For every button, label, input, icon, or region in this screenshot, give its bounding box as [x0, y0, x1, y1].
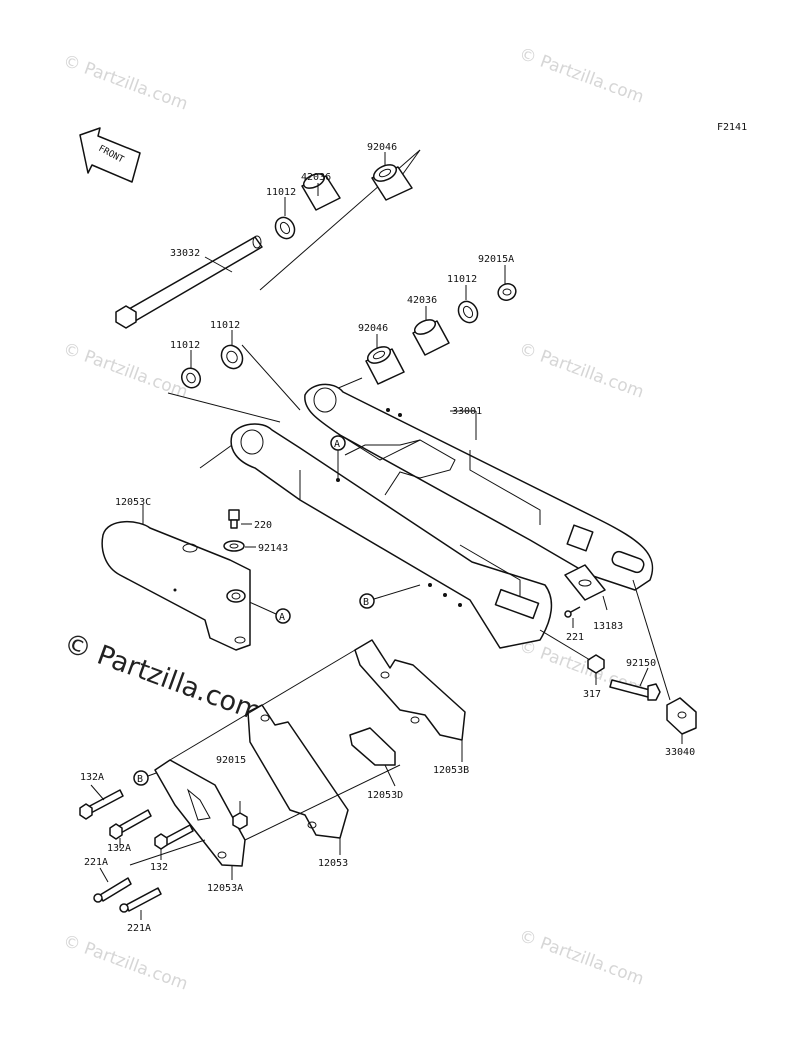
- diagram-code: F2141: [717, 122, 747, 133]
- part-label: 221: [566, 632, 584, 643]
- bolt-132A-1: [79, 789, 124, 820]
- washer-92143: [223, 540, 256, 552]
- leader-line: [129, 839, 206, 866]
- part-label: 92046: [358, 323, 388, 334]
- top-bushings: [259, 149, 421, 291]
- plate-12053A: [154, 759, 246, 880]
- part-label: 12053D: [367, 790, 403, 801]
- part-label: 33032: [170, 248, 200, 259]
- part-label: 12053: [318, 858, 348, 869]
- part-label: 92015A: [478, 254, 514, 265]
- bracket-13183: [564, 564, 608, 611]
- slider-12053D: [349, 727, 396, 787]
- plate-12053: [247, 704, 349, 855]
- bolt-132A-2: [109, 809, 152, 840]
- part-label: 132: [150, 862, 168, 873]
- leader-line: [204, 256, 233, 273]
- svg-text:B: B: [363, 597, 369, 608]
- leader-line: [90, 784, 105, 801]
- part-label: 132A: [80, 772, 104, 783]
- part-label: 33001: [452, 406, 482, 417]
- part-label: 11012: [266, 187, 296, 198]
- part-label: 220: [254, 520, 272, 531]
- part-label: 92150: [626, 658, 656, 669]
- svg-text:A: A: [279, 612, 285, 623]
- part-labels: 92046 42036 11012 33032 92015A 11012 420…: [80, 142, 695, 934]
- svg-text:B: B: [137, 774, 143, 785]
- block-33040: [632, 579, 697, 744]
- part-label: 12053A: [207, 883, 243, 894]
- part-label: 11012: [170, 340, 200, 351]
- bolt-92150: [609, 667, 661, 701]
- leader-line: [99, 867, 109, 883]
- bolt-132: [154, 824, 194, 860]
- part-label: 132A: [107, 843, 131, 854]
- chain-guide: [101, 521, 251, 651]
- watermark: © Partzilla.com: [516, 339, 646, 403]
- part-label: 11012: [210, 320, 240, 331]
- right-bushings: [309, 283, 517, 401]
- marker-a-top: A: [330, 435, 346, 478]
- screw-221A-2: [119, 887, 162, 913]
- pivot-shaft: [115, 235, 263, 329]
- part-label: 42036: [407, 295, 437, 306]
- left-bushings: [167, 344, 301, 469]
- nut-92015: [232, 801, 248, 830]
- watermark: © Partzilla.com: [516, 926, 646, 990]
- marker-b-mid: B: [359, 584, 421, 609]
- part-label: 42036: [301, 172, 331, 183]
- screw-221: [564, 606, 581, 628]
- part-label: 92046: [367, 142, 397, 153]
- leader-line: [244, 764, 401, 841]
- part-label: 11012: [447, 274, 477, 285]
- swingarm: [230, 383, 654, 649]
- part-label: 221A: [84, 857, 108, 868]
- watermark: © Partzilla.com: [60, 51, 190, 115]
- part-label: 33040: [665, 747, 695, 758]
- part-label: 221A: [127, 923, 151, 934]
- part-label: 317: [583, 689, 601, 700]
- part-label: 13183: [593, 621, 623, 632]
- bolt-220: [228, 509, 252, 529]
- part-label: 92143: [258, 543, 288, 554]
- svg-text:A: A: [334, 439, 340, 450]
- watermark: © Partzilla.com: [60, 931, 190, 995]
- watermark: © Partzilla.com: [516, 44, 646, 108]
- screw-221A-1: [93, 877, 132, 903]
- leader-line: [169, 649, 356, 761]
- part-label: 12053B: [433, 765, 469, 776]
- part-label: 12053C: [115, 497, 151, 508]
- guide-12053B: [354, 639, 466, 762]
- nut-317: [539, 629, 605, 685]
- front-arrow-icon: FRONT: [79, 127, 141, 183]
- part-label: 92015: [216, 755, 246, 766]
